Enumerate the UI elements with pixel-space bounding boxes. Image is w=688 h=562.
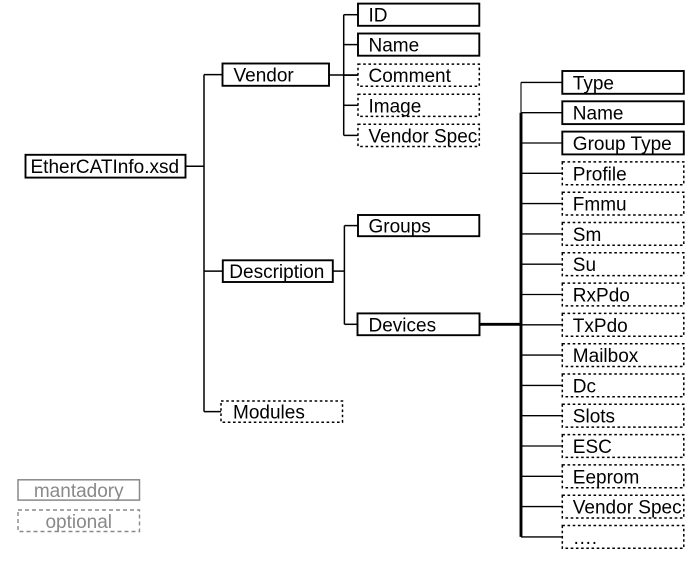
svg-text:TxPdo: TxPdo: [573, 316, 628, 337]
svg-text:ESC: ESC: [573, 437, 612, 458]
svg-text:Sm: Sm: [573, 225, 602, 246]
svg-text:Modules: Modules: [233, 403, 305, 424]
svg-text:Vendor Spec: Vendor Spec: [573, 498, 682, 519]
svg-text:Comment: Comment: [369, 66, 452, 87]
svg-text:Groups: Groups: [369, 217, 431, 238]
svg-text:Type: Type: [573, 73, 614, 94]
svg-text:RxPdo: RxPdo: [573, 286, 630, 307]
svg-text:optional: optional: [45, 512, 112, 533]
svg-text:Mailbox: Mailbox: [573, 346, 639, 367]
svg-text:Description: Description: [229, 262, 324, 283]
svg-text:Eeprom: Eeprom: [573, 467, 640, 488]
svg-text:Name: Name: [573, 104, 624, 125]
svg-text:Vendor Spec: Vendor Spec: [369, 126, 478, 147]
svg-text:Fmmu: Fmmu: [573, 195, 627, 216]
svg-text:mantadory: mantadory: [34, 481, 124, 502]
svg-text:Su: Su: [573, 255, 596, 276]
svg-text:Image: Image: [369, 96, 422, 117]
svg-text:Name: Name: [369, 36, 420, 57]
svg-text:….: ….: [573, 528, 597, 549]
svg-text:ID: ID: [369, 6, 388, 27]
svg-text:Group Type: Group Type: [573, 134, 672, 155]
svg-text:Slots: Slots: [573, 407, 615, 428]
svg-text:EtherCATInfo.xsd: EtherCATInfo.xsd: [31, 157, 180, 178]
svg-text:Profile: Profile: [573, 164, 627, 185]
svg-text:Dc: Dc: [573, 376, 596, 397]
svg-text:Devices: Devices: [369, 315, 437, 336]
svg-text:Vendor: Vendor: [234, 66, 295, 87]
